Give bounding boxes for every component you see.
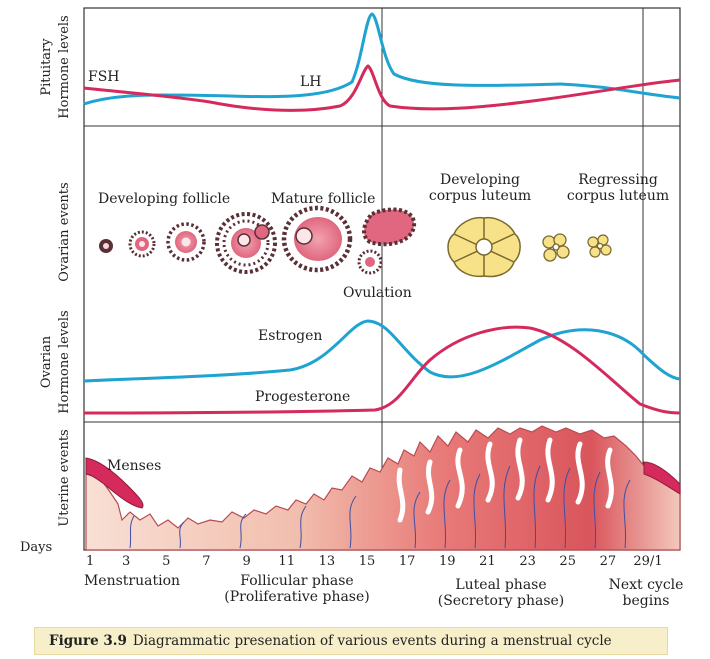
figure-caption-text: Diagrammatic presenation of various even… xyxy=(132,633,612,649)
endometrium-glands xyxy=(396,437,614,523)
side-label-pituitary-2: Hormone levels xyxy=(57,15,72,118)
released-ovum xyxy=(357,249,383,275)
estrogen-curve xyxy=(83,319,681,383)
side-label-ovarian-hormone-1: Ovarian xyxy=(39,335,54,388)
fsh-curve xyxy=(83,64,681,112)
phase-follicular-2: (Proliferative phase) xyxy=(224,589,369,605)
day-tick-label: 15 xyxy=(359,554,376,569)
figure-caption: Figure 3.9 Diagrammatic presenation of v… xyxy=(34,627,668,655)
day-tick-label: 13 xyxy=(319,554,336,569)
day-tick-label: 27 xyxy=(600,554,617,569)
day-tick-label: 29/1 xyxy=(633,554,662,569)
menses-flow-right xyxy=(643,461,681,495)
follicle-4 xyxy=(215,212,277,274)
corpus-luteum-regressing-1 xyxy=(542,233,570,262)
phase-menstruation: Menstruation xyxy=(84,573,180,589)
mature-follicle-label: Mature follicle xyxy=(271,191,375,207)
phase-luteal-2: (Secretory phase) xyxy=(438,593,565,609)
endometrium-lining xyxy=(85,425,681,551)
days-label: Days xyxy=(20,540,52,555)
day-tick-label: 25 xyxy=(559,554,576,569)
ruptured-follicle xyxy=(362,207,416,247)
lh-label: LH xyxy=(300,74,322,90)
phase-next-2: begins xyxy=(623,593,670,609)
fsh-label: FSH xyxy=(88,69,120,85)
day-tick-label: 11 xyxy=(278,554,295,569)
day-tick-label: 17 xyxy=(399,554,416,569)
progesterone-curve xyxy=(83,325,681,415)
lh-curve xyxy=(83,12,681,106)
follicle-1 xyxy=(99,239,113,253)
follicle-2 xyxy=(128,230,156,258)
follicle-mature xyxy=(281,205,353,273)
developing-follicle-label: Developing follicle xyxy=(98,191,230,207)
corpus-luteum-developing xyxy=(447,216,521,278)
side-label-uterine-events: Uterine events xyxy=(57,429,72,526)
corpus-luteum-regressing-2 xyxy=(587,234,612,258)
menses-label: Menses xyxy=(107,458,161,474)
developing-cl-label-2: corpus luteum xyxy=(429,188,531,204)
side-label-pituitary-1: Pituitary xyxy=(39,38,54,96)
phase-follicular-1: Follicular phase xyxy=(240,573,353,589)
figure-number: Figure 3.9 xyxy=(49,633,127,649)
regressing-cl-label-1: Regressing xyxy=(578,172,658,188)
day-tick-label: 5 xyxy=(162,554,170,569)
regressing-cl-label-2: corpus luteum xyxy=(567,188,669,204)
developing-cl-label-1: Developing xyxy=(440,172,520,188)
menses-flow-left xyxy=(85,457,144,509)
day-tick-label: 19 xyxy=(439,554,456,569)
day-tick-label: 3 xyxy=(122,554,130,569)
endometrium-vessels xyxy=(129,465,631,549)
day-tick-label: 9 xyxy=(242,554,250,569)
cycle-diagram: Pituitary Hormone levels Ovarian events … xyxy=(20,7,684,609)
phase-luteal-1: Luteal phase xyxy=(455,577,546,593)
day-tick-label: 21 xyxy=(479,554,496,569)
progesterone-label: Progesterone xyxy=(255,389,350,405)
ovulation-label: Ovulation xyxy=(343,285,412,301)
side-label-ovarian-hormone-2: Hormone levels xyxy=(57,310,72,413)
day-tick-label: 1 xyxy=(86,554,94,569)
phase-next-1: Next cycle xyxy=(609,577,684,593)
day-tick-label: 7 xyxy=(202,554,210,569)
estrogen-label: Estrogen xyxy=(258,328,322,344)
side-label-ovarian-events: Ovarian events xyxy=(57,182,72,281)
day-tick-label: 23 xyxy=(519,554,536,569)
follicle-3 xyxy=(166,222,206,262)
